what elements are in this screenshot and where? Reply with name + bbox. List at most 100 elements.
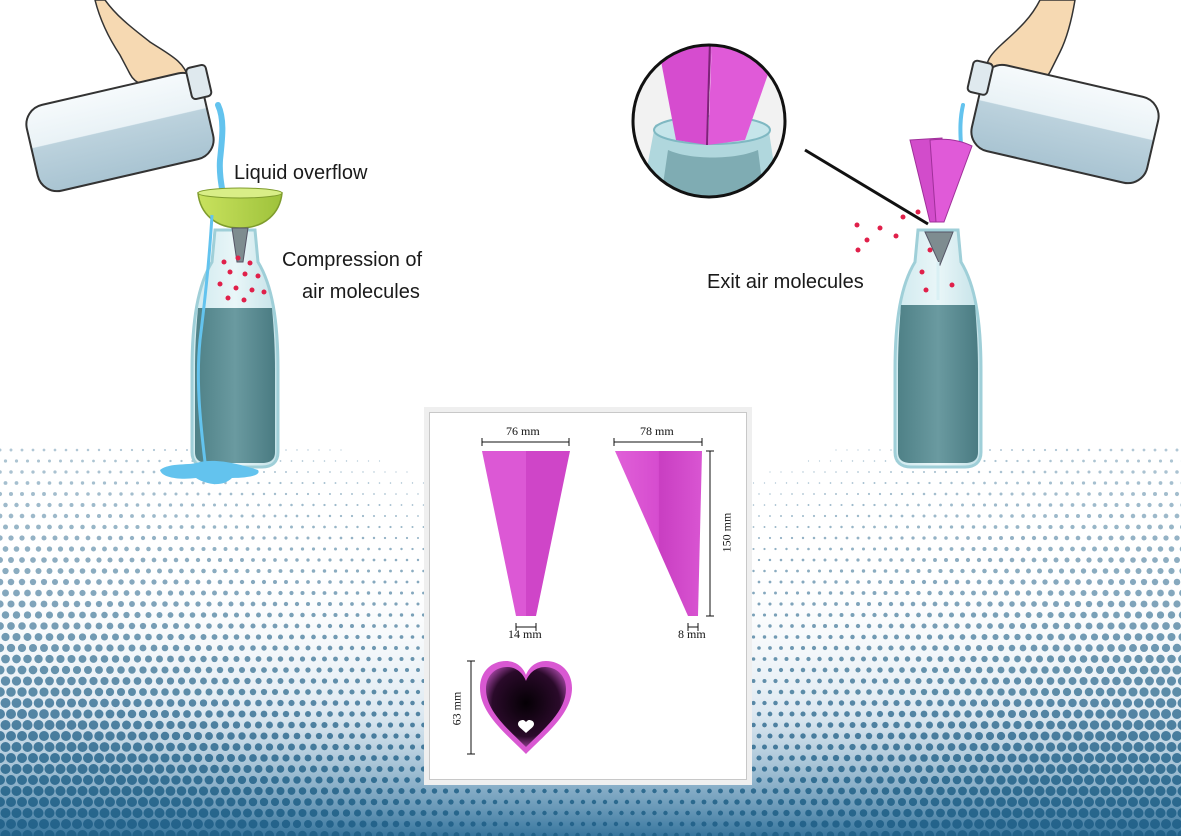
halftone-dot <box>881 809 890 817</box>
halftone-dot <box>888 645 894 651</box>
halftone-dot <box>121 764 132 774</box>
halftone-dot <box>355 634 360 640</box>
halftone-dot <box>300 547 305 551</box>
halftone-dot <box>422 591 425 595</box>
halftone-dot <box>812 624 816 628</box>
halftone-dot <box>772 831 779 836</box>
halftone-dot <box>174 492 178 496</box>
halftone-dot <box>790 646 794 650</box>
halftone-dot <box>139 666 147 674</box>
halftone-dot <box>862 503 865 507</box>
halftone-dot <box>1067 786 1078 796</box>
halftone-dot <box>398 809 405 817</box>
halftone-dot <box>783 766 790 772</box>
halftone-dot <box>193 797 203 807</box>
halftone-dot <box>1060 459 1063 463</box>
halftone-dot <box>1147 459 1152 463</box>
halftone-dot <box>768 558 772 562</box>
halftone-dot <box>321 700 328 706</box>
halftone-dot <box>195 579 201 585</box>
halftone-dot <box>843 754 851 762</box>
halftone-dot <box>812 514 816 518</box>
halftone-dot <box>83 775 93 785</box>
halftone-dot <box>34 676 43 686</box>
halftone-dot <box>239 601 245 607</box>
halftone-dot <box>855 667 861 673</box>
halftone-dot <box>260 732 268 740</box>
halftone-dot <box>301 460 304 462</box>
halftone-dot <box>1128 819 1138 829</box>
halftone-dot <box>78 676 87 686</box>
halftone-dot <box>163 514 167 518</box>
label-compression-line2: air molecules <box>302 281 420 303</box>
halftone-dot <box>288 699 295 707</box>
halftone-dot <box>1001 808 1012 818</box>
halftone-dot <box>266 721 273 729</box>
halftone-dot <box>602 821 608 827</box>
halftone-dot <box>1063 622 1071 630</box>
halftone-dot <box>13 567 20 575</box>
halftone-dot <box>234 525 239 529</box>
halftone-dot <box>1106 665 1116 675</box>
halftone-dot <box>827 744 834 750</box>
halftone-dot <box>422 482 425 484</box>
halftone-dot <box>349 667 355 673</box>
halftone-dot <box>75 470 79 474</box>
halftone-dot <box>619 810 624 816</box>
halftone-dot <box>349 623 355 629</box>
halftone-dot <box>999 514 1003 518</box>
halftone-dot <box>132 808 143 818</box>
halftone-dot <box>304 710 312 718</box>
halftone-dot <box>1174 513 1180 519</box>
halftone-dot <box>322 634 327 640</box>
halftone-dot <box>718 788 723 794</box>
halftone-dot <box>953 666 961 674</box>
halftone-dot <box>0 687 5 697</box>
halftone-dot <box>911 492 915 496</box>
halftone-dot <box>1177 764 1181 774</box>
halftone-dot <box>144 655 153 663</box>
halftone-dot <box>72 665 82 675</box>
halftone-dot <box>404 667 410 673</box>
halftone-dot <box>191 481 194 485</box>
halftone-dot <box>925 743 934 751</box>
halftone-dot <box>487 810 492 816</box>
halftone-dot <box>121 808 132 818</box>
halftone-dot <box>791 515 793 517</box>
halftone-dot <box>799 820 807 828</box>
halftone-dot <box>1097 557 1103 563</box>
halftone-dot <box>116 731 126 741</box>
halftone-dot <box>221 743 230 751</box>
halftone-dot <box>250 601 256 607</box>
halftone-dot <box>1095 687 1105 697</box>
halftone-dot <box>1027 481 1030 485</box>
halftone-dot <box>1063 666 1071 674</box>
halftone-dot <box>878 514 882 518</box>
halftone-dot <box>281 819 291 829</box>
halftone-dot <box>947 743 956 751</box>
halftone-dot <box>996 731 1006 741</box>
halftone-dot <box>6 775 16 785</box>
halftone-dot <box>1122 830 1133 836</box>
halftone-dot <box>327 623 333 629</box>
halftone-dot <box>991 721 1000 729</box>
halftone-dot <box>132 830 143 836</box>
halftone-dot <box>919 797 929 807</box>
halftone-dot <box>47 459 52 463</box>
halftone-dot <box>1025 655 1032 663</box>
halftone-dot <box>996 753 1006 763</box>
halftone-dot <box>971 590 976 596</box>
halftone-dot <box>1120 470 1124 474</box>
halftone-dot <box>1029 731 1039 741</box>
halftone-dot <box>597 832 602 836</box>
halftone-dot <box>829 460 832 462</box>
halftone-dot <box>953 732 961 740</box>
halftone-dot <box>976 579 982 585</box>
halftone-dot <box>299 743 306 751</box>
halftone-dot <box>135 546 140 552</box>
halftone-dot <box>746 580 750 584</box>
halftone-dot <box>354 787 361 795</box>
halftone-dot <box>7 600 15 608</box>
halftone-dot <box>919 819 929 829</box>
halftone-dot <box>64 470 68 474</box>
